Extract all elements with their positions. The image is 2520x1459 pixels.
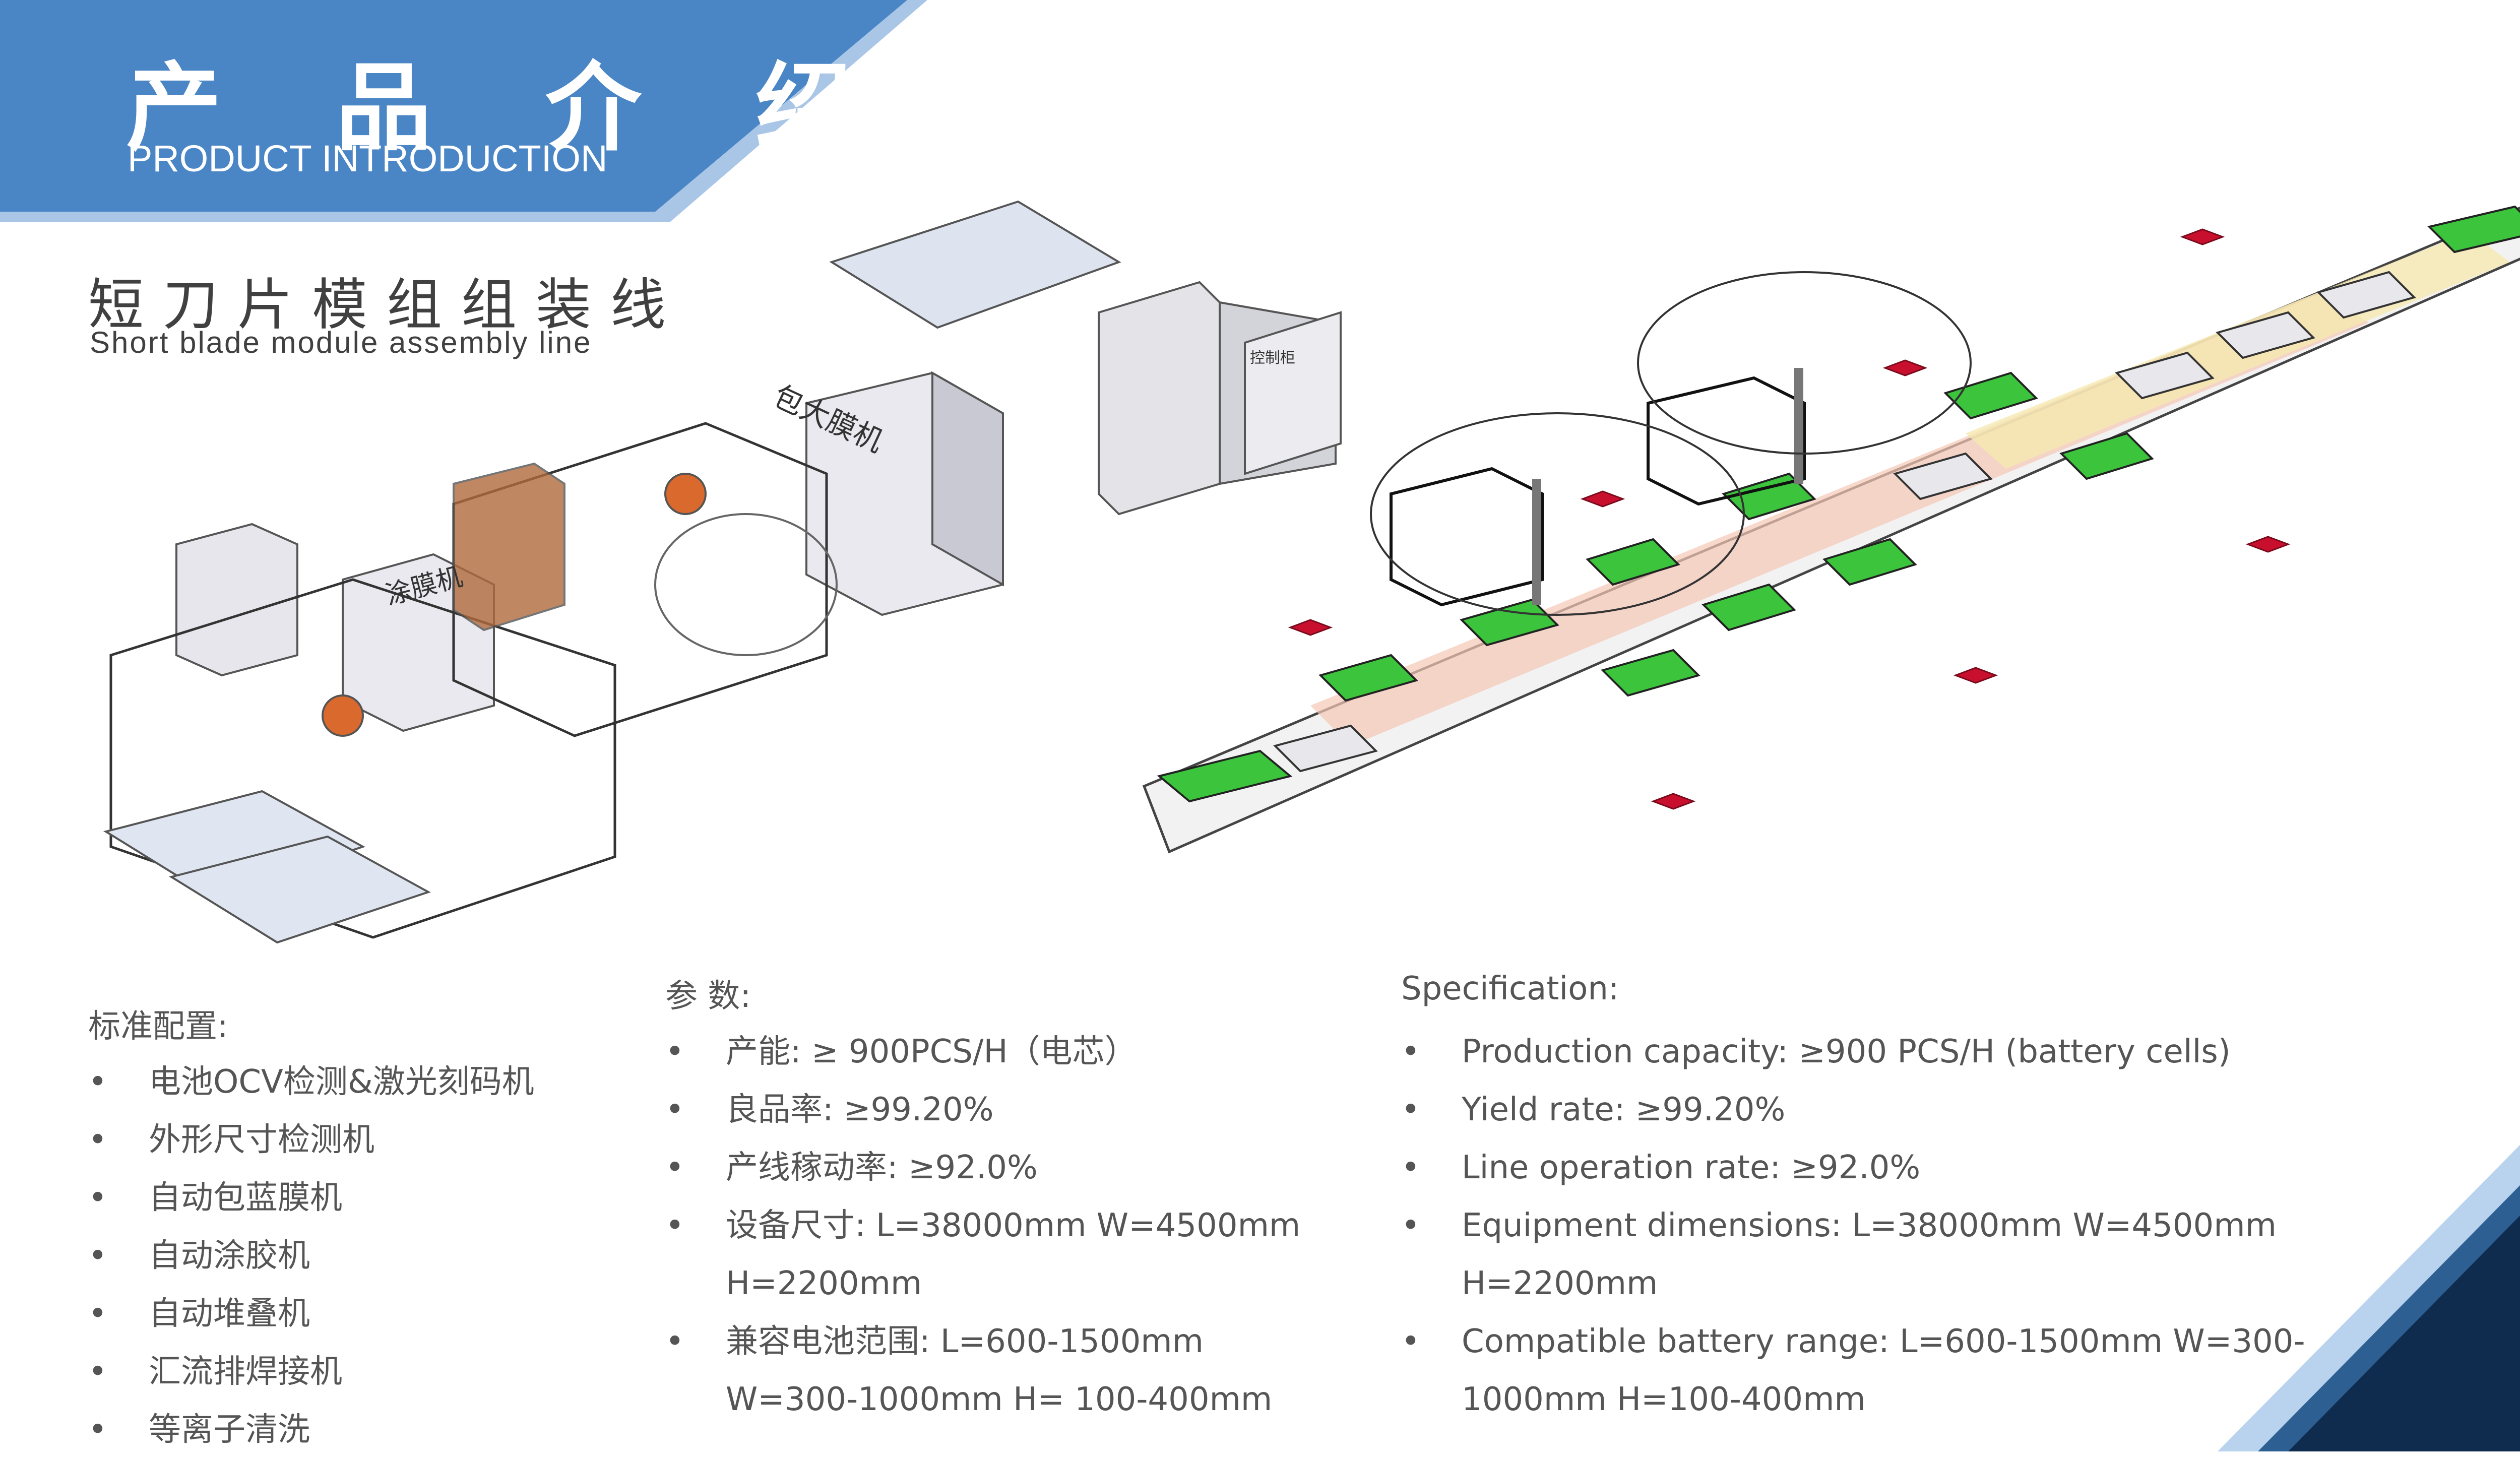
list-item: 产线稼动率: ≥92.0% [665,1139,1300,1197]
list-item: 汇流排焊接机 [88,1343,534,1401]
list-item: 良品率: ≥99.20% [665,1081,1300,1139]
params-en-list: Production capacity: ≥900 PCS/H (battery… [1401,1023,2305,1429]
cabinet-label: 控制柜 [1250,349,1295,367]
list-item: Production capacity: ≥900 PCS/H (battery… [1401,1023,2305,1081]
list-item: 自动包蓝膜机 [88,1169,534,1227]
list-item: Compatible battery range: L=600-1500mm W… [1401,1313,2305,1429]
list-item: Line operation rate: ≥92.0% [1401,1139,2305,1197]
list-item: 自动涂胶机 [88,1227,534,1285]
corner-decoration [2218,1145,2520,1451]
header-banner [0,0,927,222]
params-cn-heading: 参 数: [665,978,751,1015]
right-production-line [1142,205,2520,854]
params-cn-list: 产能: ≥ 900PCS/H（电芯） 良品率: ≥99.20% 产线稼动率: ≥… [665,1023,1300,1429]
list-item: Equipment dimensions: L=38000mm W=4500mm… [1401,1197,2305,1313]
standard-config-list: 电池OCV检测&激光刻码机 外形尺寸检测机 自动包蓝膜机 自动涂胶机 自动堆叠机… [88,1053,534,1459]
list-item: 产能: ≥ 900PCS/H（电芯） [665,1023,1300,1081]
page-title-cn: 产 品 介 绍 [126,52,892,164]
assembly-line-drawing: 包大膜机 涂膜机 控制柜 [103,200,2520,944]
list-item: 等离子清洗 [88,1401,534,1459]
list-item: 外形尺寸检测机 [88,1111,534,1169]
standard-config-heading: 标准配置: [88,1008,228,1045]
product-name-en: Short blade module assembly line [90,326,592,359]
floor-markers [1288,228,2291,810]
left-machine-cluster [103,200,1342,944]
list-item: Yield rate: ≥99.20% [1401,1081,2305,1139]
product-name-cn: 短刀片模组组装线 [88,273,685,337]
list-item: 自动堆叠机 [88,1285,534,1343]
page-title-en: PRODUCT INTRODUCTION [128,138,608,179]
params-en-heading: Specification: [1401,970,1619,1007]
list-item: 电池OCV检测&激光刻码机 [88,1053,534,1111]
